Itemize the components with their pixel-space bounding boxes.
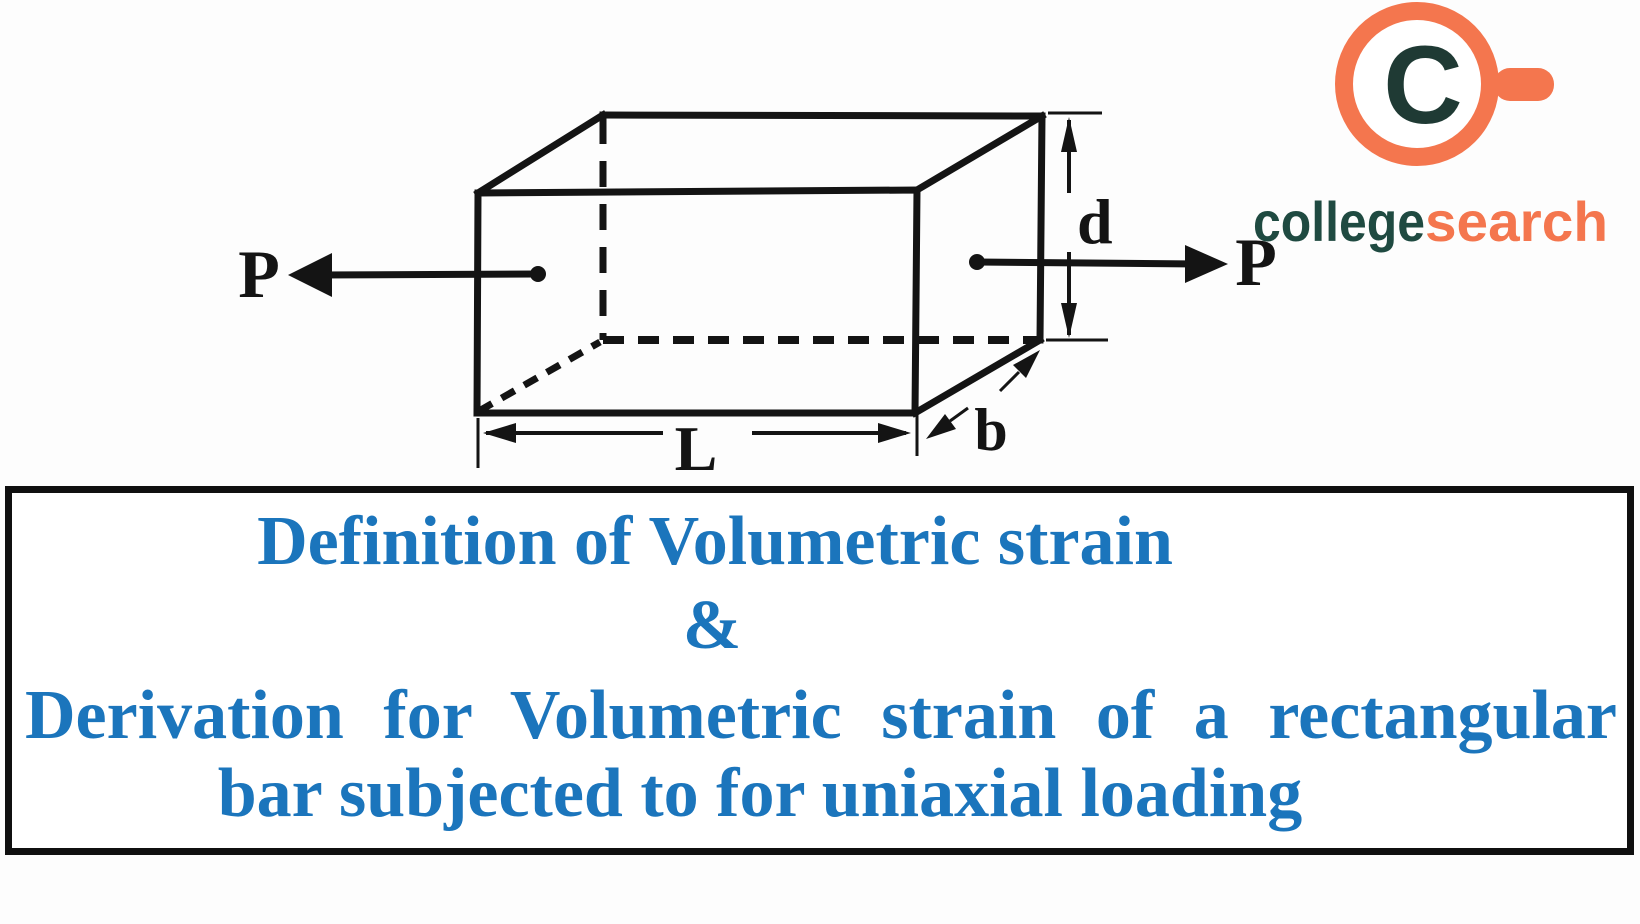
uniaxial-bar-diagram: P P d L	[238, 2, 1608, 484]
dim-b-arrow-upper-icon	[1013, 350, 1040, 378]
caption-line-4: bar subjected to for uniaxial loading	[217, 755, 1303, 832]
caption-box: Definition of Volumetric strain & Deriva…	[5, 486, 1634, 855]
caption-line-1: Definition of Volumetric strain	[257, 503, 1173, 580]
caption-line-3: Derivation for Volumetric strain of a re…	[25, 677, 1617, 754]
caption-line-2: &	[682, 587, 742, 664]
front-face	[473, 186, 921, 417]
magnifier-icon	[1335, 2, 1499, 166]
dimension-d	[1046, 111, 1108, 342]
bar-cuboid	[473, 110, 1047, 418]
dim-L-arrow-right-icon	[878, 423, 911, 443]
logo-text-college: college	[1253, 190, 1425, 253]
back-right-edge	[1036, 112, 1046, 344]
collegesearch-logo: C college search	[1253, 2, 1608, 253]
dimension-b	[926, 350, 1040, 439]
force-arrow-right	[969, 245, 1228, 283]
hidden-bottom-left-edge	[477, 338, 602, 415]
arrowhead-left-icon	[288, 253, 332, 297]
dimension-L	[476, 400, 919, 468]
top-right-edge	[912, 111, 1047, 195]
back-top-edge	[599, 111, 1046, 120]
dim-b-arrow-lower-icon	[926, 414, 956, 439]
dim-d-arrow-down-icon	[1061, 303, 1077, 338]
dim-L-arrow-left-icon	[483, 423, 516, 443]
logo-text-search: search	[1425, 190, 1608, 253]
bottom-right-edge	[910, 335, 1045, 418]
dim-b-label: b	[974, 397, 1007, 463]
magnifier-handle	[1494, 68, 1554, 101]
dim-L-label: L	[675, 413, 718, 484]
dim-d-arrow-up-icon	[1061, 117, 1077, 152]
force-label-left: P	[238, 236, 280, 312]
dim-d-label: d	[1077, 186, 1113, 257]
arrowhead-right-icon	[1185, 245, 1228, 283]
hidden-edges	[477, 118, 1038, 415]
force-arrow-left	[288, 253, 546, 297]
logo-c-letter: C	[1383, 24, 1462, 147]
top-left-edge	[473, 110, 608, 198]
force-label-right: P	[1235, 224, 1277, 300]
